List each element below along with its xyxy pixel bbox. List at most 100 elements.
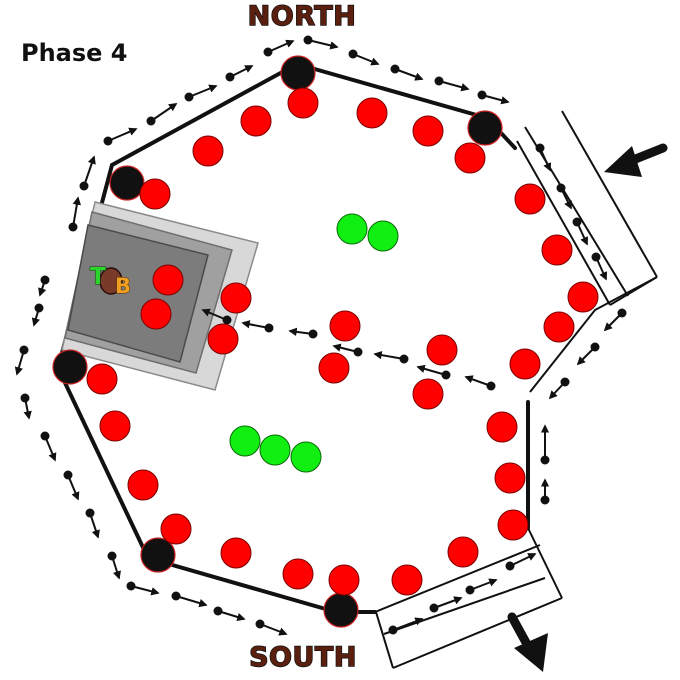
small-arrow-icon	[469, 578, 498, 591]
small-arrow-icon	[352, 53, 380, 66]
safe-circle	[367, 220, 399, 252]
small-arrow-icon	[23, 397, 32, 420]
small-arrow-icon	[201, 308, 228, 321]
danger-circle	[426, 334, 458, 366]
small-arrow-icon	[267, 39, 295, 53]
danger-circle	[541, 234, 573, 266]
small-arrow-icon	[67, 474, 80, 501]
danger-circle	[207, 323, 239, 355]
small-arrow-icon	[560, 187, 572, 210]
small-arrow-icon	[509, 553, 537, 567]
small-arrow-icon	[394, 68, 424, 81]
corridor-rail	[527, 527, 563, 599]
pillars	[52, 55, 503, 628]
boss-marker: B	[115, 274, 131, 298]
small-arrow-icon	[175, 595, 208, 608]
small-arrow-icon	[259, 623, 288, 636]
entrance-corridor	[516, 110, 658, 393]
danger-circle	[356, 97, 388, 129]
danger-circle	[287, 87, 319, 119]
small-arrow-icon	[576, 221, 589, 246]
safe-circle	[336, 213, 368, 245]
exit-corridor	[374, 527, 563, 669]
small-arrow-icon	[89, 512, 100, 539]
boss-body-icon	[99, 267, 123, 295]
north-label: NORTH	[248, 1, 357, 32]
danger-circle	[329, 310, 361, 342]
danger-circle	[328, 564, 360, 596]
small-arrow-icon	[288, 327, 314, 337]
danger-circle	[127, 469, 159, 501]
pillar-icon	[323, 592, 359, 628]
danger-circle	[318, 352, 350, 384]
small-arrow-icon	[107, 127, 138, 142]
danger-circle	[509, 348, 541, 380]
small-arrow-icon	[438, 80, 470, 92]
pillar-icon	[467, 110, 503, 146]
danger-circle	[391, 564, 423, 596]
corridor-rail	[529, 276, 658, 393]
small-arrow-icon	[31, 307, 40, 327]
danger-circle	[486, 411, 518, 443]
south-label: SOUTH	[249, 642, 357, 673]
small-arrow-icon	[416, 364, 447, 376]
phase-label: Phase 4	[21, 39, 128, 67]
small-arrow-icon	[150, 103, 178, 122]
exit-arrow-head	[514, 633, 548, 672]
entrance-arrow-head	[604, 146, 642, 177]
danger-circle	[412, 115, 444, 147]
danger-circle	[454, 142, 486, 174]
danger-circle	[220, 282, 252, 314]
corridor-rail	[561, 110, 658, 278]
danger-circle	[514, 183, 546, 215]
pillar-icon	[109, 165, 145, 201]
corridor-rail	[383, 577, 546, 635]
danger-circle	[282, 558, 314, 590]
safe-circle	[290, 441, 322, 473]
danger-circle	[494, 462, 526, 494]
small-arrow-icon	[241, 320, 270, 329]
small-arrow-icon	[44, 435, 57, 462]
danger-circle	[99, 410, 131, 442]
small-arrow-icon	[433, 596, 463, 609]
tank-marker: T	[90, 264, 106, 290]
small-arrow-icon	[548, 381, 566, 400]
danger-circle	[160, 513, 192, 545]
pillar-icon	[52, 349, 88, 385]
small-arrow-icon	[229, 65, 254, 78]
safe-circles	[229, 213, 399, 473]
small-arrow-icon	[539, 147, 552, 172]
small-arrow-icon	[373, 351, 405, 360]
pillar-icon	[280, 55, 316, 91]
small-arrow-icon	[38, 279, 47, 297]
danger-circle	[497, 509, 529, 541]
small-arrow-icon	[72, 196, 81, 228]
danger-circle	[543, 311, 575, 343]
danger-circle	[447, 536, 479, 568]
danger-circle	[240, 105, 272, 137]
small-arrow-icon	[481, 94, 510, 105]
danger-circle	[220, 537, 252, 569]
pillar-icon	[140, 537, 176, 573]
small-arrow-icon	[307, 39, 339, 50]
corridor-rail	[392, 597, 563, 669]
danger-circle	[139, 178, 171, 210]
corridor-rail	[516, 140, 611, 306]
boss-token: T B	[90, 264, 132, 299]
small-arrow-icon	[332, 343, 359, 353]
danger-circle	[140, 298, 172, 330]
movement-arrows	[14, 35, 627, 636]
small-arrow-icon	[464, 375, 492, 387]
entrance-arrow-icon	[604, 143, 668, 177]
danger-circle	[412, 378, 444, 410]
corridor-rail	[375, 611, 394, 669]
corridor-rail	[374, 544, 541, 613]
small-arrow-icon	[217, 610, 246, 622]
exit-arrow-icon	[507, 612, 548, 672]
danger-circle	[86, 363, 118, 395]
danger-circles	[86, 87, 599, 596]
small-arrow-icon	[83, 155, 96, 187]
platform-inner	[67, 224, 209, 363]
danger-circle	[192, 135, 224, 167]
